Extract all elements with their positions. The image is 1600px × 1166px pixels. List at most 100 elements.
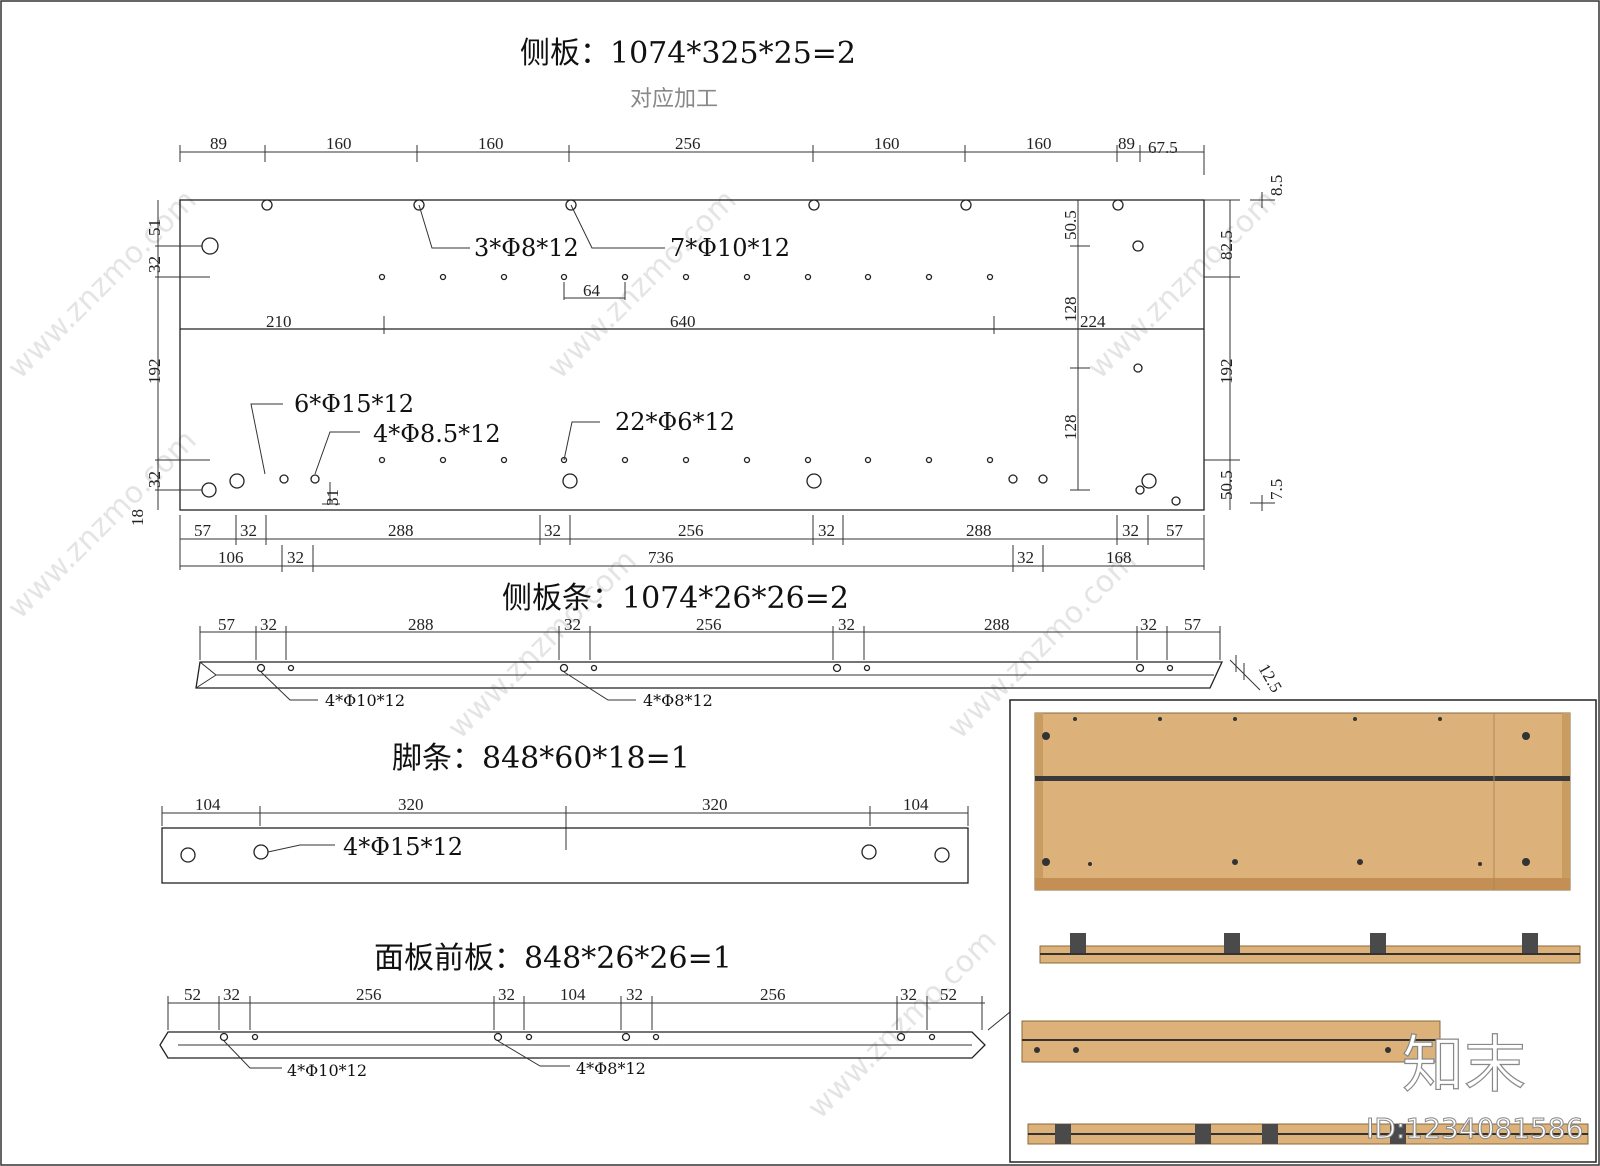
callout-label: 3*Φ8*12 — [474, 234, 579, 262]
front-rail-drawing — [159, 996, 1011, 1069]
callout-label: 4*Φ8*12 — [643, 691, 713, 710]
dim-label: 256 — [760, 985, 786, 1004]
small-holes-row-2 — [378, 456, 994, 464]
dim-label: 67.5 — [1148, 138, 1178, 157]
dim-label: 51 — [145, 219, 164, 236]
dim-label: 288 — [408, 615, 434, 634]
callout-label: 22*Φ6*12 — [615, 408, 735, 436]
dim-label: 160 — [326, 134, 352, 153]
dim-label: 320 — [398, 795, 424, 814]
small-holes-row-1 — [378, 273, 994, 281]
dim-label: 104 — [195, 795, 221, 814]
dim-label: 32 — [287, 548, 304, 567]
dim-label: 32 — [260, 615, 277, 634]
dim-label: 210 — [266, 312, 292, 331]
side-strip-dim-texts: 57 32 288 32 256 32 288 32 57 12.5 4*Φ10… — [218, 615, 1286, 710]
side-strip-drawing — [195, 626, 1261, 701]
side-panel-callouts: 3*Φ8*12 7*Φ10*12 6*Φ15*12 4*Φ8.5*12 22*Φ… — [294, 234, 790, 448]
side-panel-drawing — [155, 192, 1275, 511]
dim-label: 224 — [1080, 312, 1106, 331]
dim-label: 128 — [1061, 297, 1080, 323]
dim-label: 50.5 — [1217, 470, 1236, 500]
front-rail-title: 面板前板：848*26*26=1 — [374, 941, 732, 976]
dim-label: 32 — [544, 521, 561, 540]
render-strip-2 — [1021, 1020, 1441, 1063]
foot-strip-drawing — [161, 806, 969, 884]
callout-label: 6*Φ15*12 — [294, 390, 414, 418]
front-rail-dim-texts: 52 32 256 32 104 32 256 32 52 4*Φ10*12 4… — [184, 985, 957, 1080]
dim-label: 288 — [388, 521, 414, 540]
side-panel-title: 侧板：1074*325*25=2 — [520, 36, 856, 71]
dim-label: 736 — [648, 548, 674, 567]
dim-label: 32 — [1017, 548, 1034, 567]
dim-label: 52 — [184, 985, 201, 1004]
brand-watermark: 知末 — [1402, 1028, 1526, 1101]
callout-label: 7*Φ10*12 — [670, 234, 790, 262]
dim-label: 18 — [128, 509, 147, 526]
callout-label: 4*Φ10*12 — [287, 1061, 367, 1080]
dim-label: 256 — [356, 985, 382, 1004]
dim-label: 32 — [626, 985, 643, 1004]
dim-label: 256 — [675, 134, 701, 153]
render-preview — [1009, 699, 1597, 1163]
dim-label: 50.5 — [1061, 210, 1080, 240]
dim-label: 89 — [210, 134, 227, 153]
dim-label: 160 — [874, 134, 900, 153]
dim-label: 31 — [323, 489, 342, 506]
dim-label: 192 — [1217, 359, 1236, 385]
callout-label: 4*Φ8*12 — [576, 1059, 646, 1078]
dim-label: 32 — [498, 985, 515, 1004]
dim-label: 89 — [1118, 134, 1135, 153]
dim-label: 106 — [218, 548, 244, 567]
dim-label: 32 — [145, 471, 164, 488]
dim-label: 104 — [560, 985, 586, 1004]
dim-label: 128 — [1061, 415, 1080, 441]
dim-label: 57 — [218, 615, 236, 634]
side-panel-outline — [179, 199, 1205, 511]
watermark-text: www.znzmo.com — [801, 923, 1004, 1126]
foot-strip-title: 脚条：848*60*18=1 — [392, 741, 690, 776]
dim-label: 32 — [145, 256, 164, 273]
dim-label: 57 — [1166, 521, 1184, 540]
side-strip-title: 侧板条：1074*26*26=2 — [502, 581, 849, 616]
dim-label: 104 — [903, 795, 929, 814]
id-watermark: ID:1234081586 — [1366, 1112, 1583, 1145]
dim-label: 640 — [670, 312, 696, 331]
render-side-panel — [1034, 712, 1571, 891]
side-panel-subtitle: 对应加工 — [630, 87, 718, 112]
watermark-text: www.znzmo.com — [1081, 183, 1284, 386]
dim-label: 168 — [1106, 548, 1132, 567]
dim-label: 32 — [240, 521, 257, 540]
dim-label: 32 — [1122, 521, 1139, 540]
dim-label: 32 — [564, 615, 581, 634]
dim-label: 82.5 — [1217, 230, 1236, 260]
watermark-text: www.znzmo.com — [1, 183, 204, 386]
dim-label: 8.5 — [1267, 175, 1286, 196]
dim-label: 57 — [194, 521, 212, 540]
dim-label: 12.5 — [1255, 661, 1286, 696]
side-panel-dim-lines — [179, 145, 1205, 572]
dim-label: 256 — [678, 521, 704, 540]
callout-label: 4*Φ15*12 — [343, 833, 463, 861]
side-panel-dim-texts: 89 160 160 256 160 160 89 67.5 210 640 2… — [128, 134, 1286, 567]
dim-label: 288 — [984, 615, 1010, 634]
dim-label: 32 — [818, 521, 835, 540]
dim-label: 288 — [966, 521, 992, 540]
dim-label: 320 — [702, 795, 728, 814]
dim-label: 160 — [478, 134, 504, 153]
dim-label: 32 — [1140, 615, 1157, 634]
dim-label: 52 — [940, 985, 957, 1004]
dim-label: 160 — [1026, 134, 1052, 153]
watermark-text: www.znzmo.com — [441, 543, 644, 746]
dim-label: 32 — [900, 985, 917, 1004]
dim-label: 32 — [223, 985, 240, 1004]
callout-label: 4*Φ10*12 — [325, 691, 405, 710]
callout-label: 4*Φ8.5*12 — [373, 420, 501, 448]
watermark-text: www.znzmo.com — [541, 183, 744, 386]
dim-label: 32 — [838, 615, 855, 634]
dim-label: 256 — [696, 615, 722, 634]
watermark-text: www.znzmo.com — [1, 423, 204, 626]
dim-label: 192 — [145, 359, 164, 385]
foot-strip-dim-texts: 104 320 320 104 4*Φ15*12 — [195, 795, 929, 861]
